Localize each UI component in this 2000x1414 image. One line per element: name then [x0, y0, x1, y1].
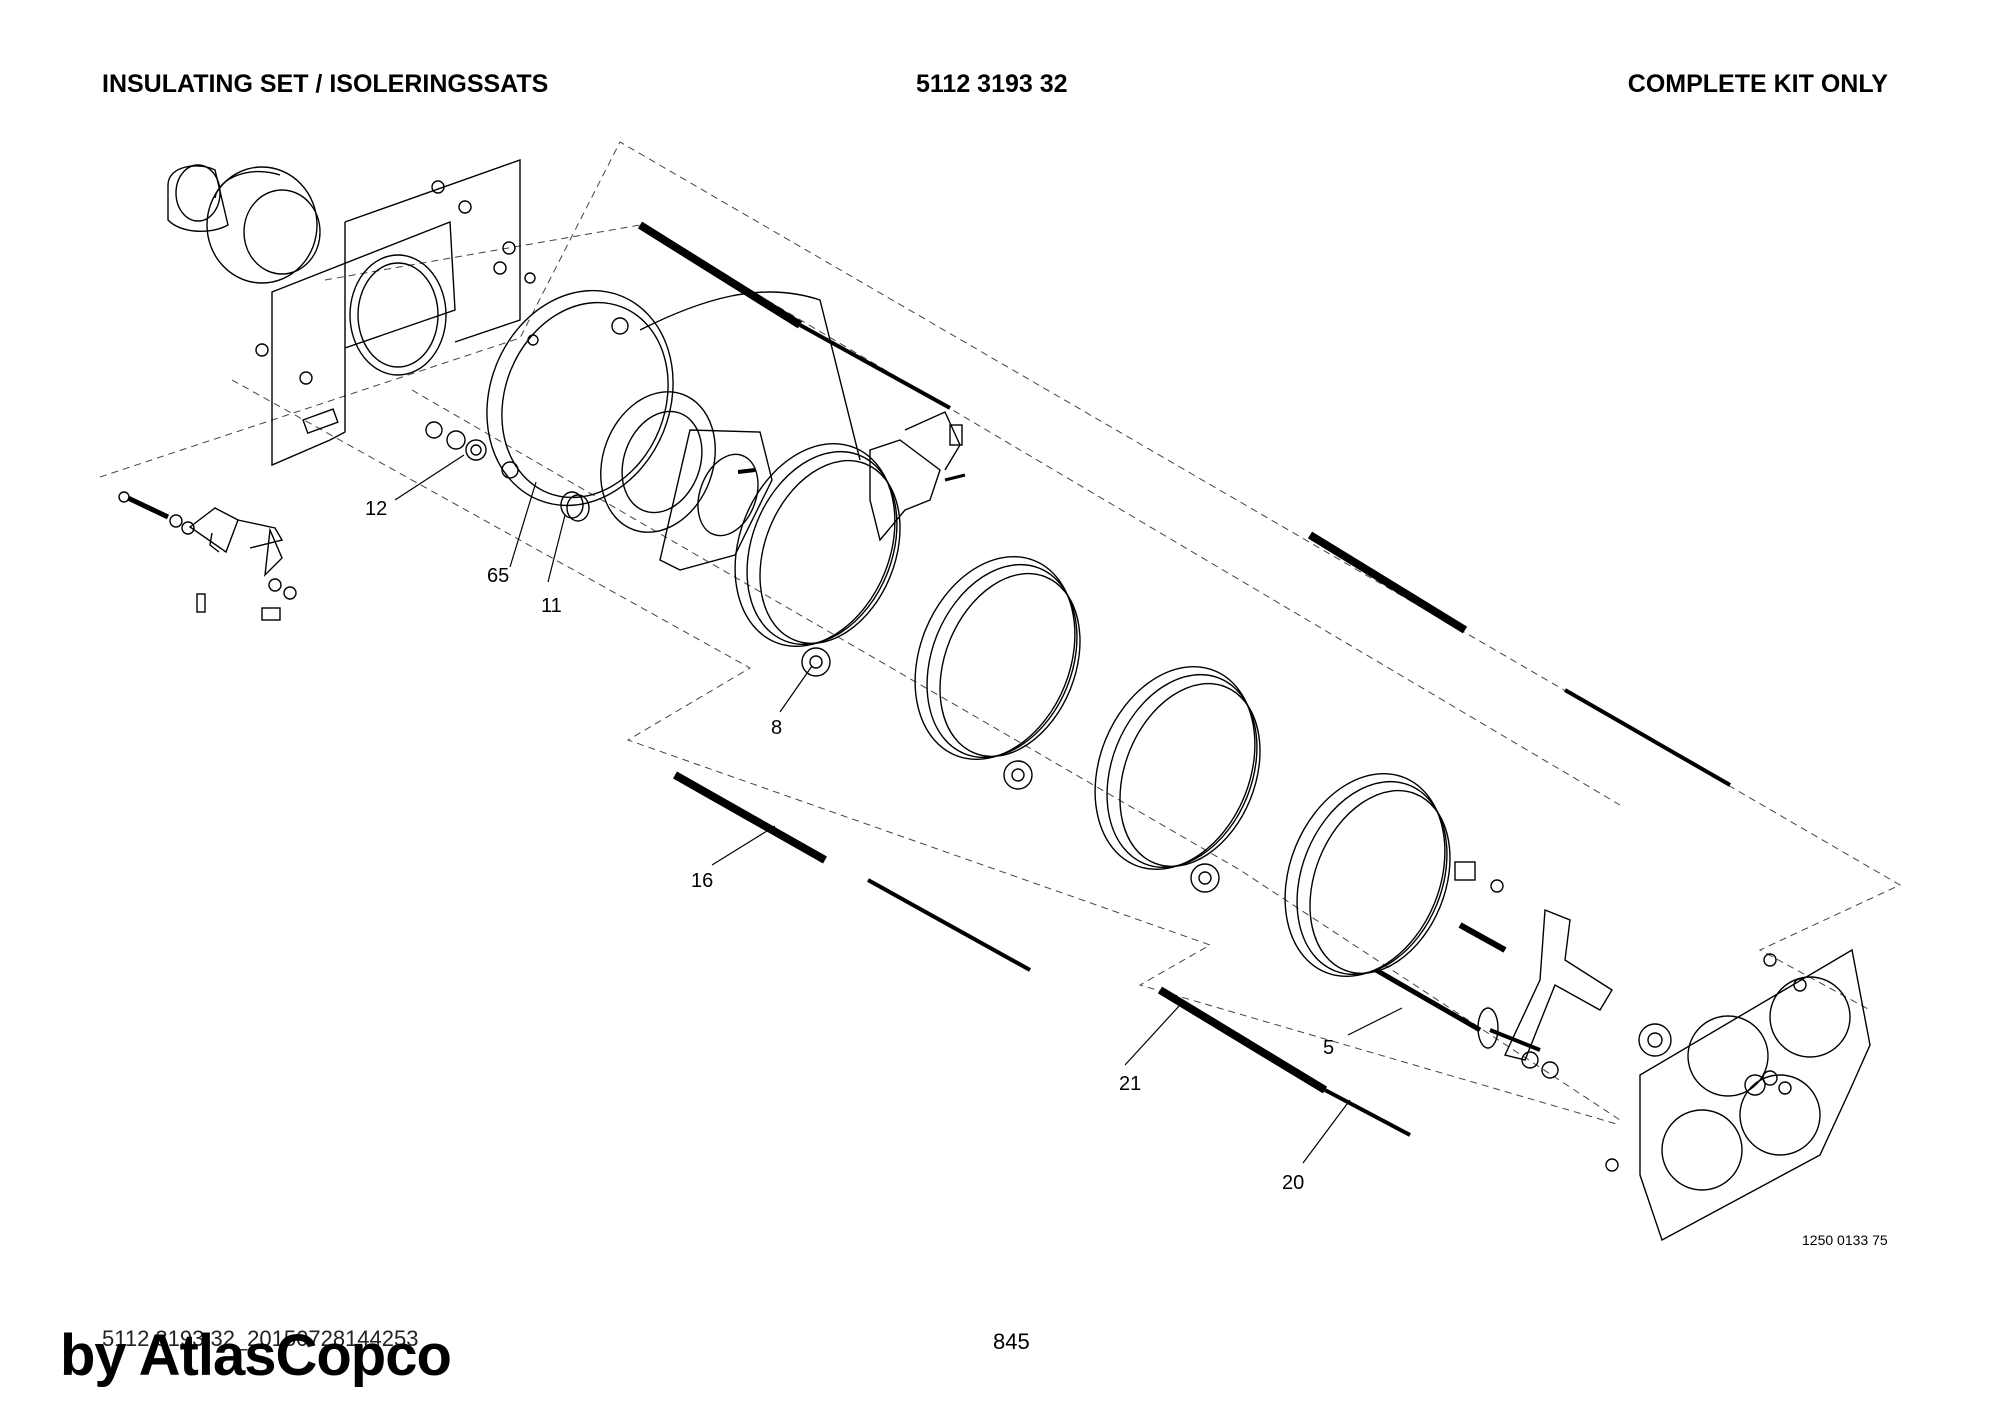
part-number: 5112 3193 32 [916, 70, 1068, 98]
slip-ring-3 [1094, 665, 1261, 893]
screw-and-terminal-assembly [118, 491, 297, 621]
callout-21: 21 [1119, 1073, 1141, 1095]
spacer-item-11 [560, 491, 590, 522]
slip-ring-4 [1284, 772, 1451, 978]
left-mounting-bracket [271, 159, 521, 467]
coupling-hub [167, 164, 229, 233]
gasket-plates [600, 391, 773, 571]
callout-8: 8 [771, 717, 782, 739]
callout-5: 5 [1323, 1037, 1334, 1059]
coupling-ring [206, 166, 321, 284]
page-number: 845 [993, 1329, 1030, 1354]
bracket-nuts [255, 180, 539, 385]
plate-nuts [1605, 953, 1807, 1172]
bearing-and-nuts [1454, 861, 1672, 1079]
callout-65: 65 [487, 565, 509, 587]
callout-20: 20 [1282, 1172, 1304, 1194]
watermark: by AtlasCopco [60, 1323, 452, 1388]
threaded-rods [637, 221, 1731, 1137]
callout-11: 11 [541, 595, 562, 617]
slip-ring-1 [734, 442, 901, 677]
leader-lines [394, 454, 1403, 1164]
callout-12: 12 [365, 498, 387, 520]
washers-item-12 [425, 421, 487, 461]
slip-ring-2 [914, 555, 1081, 790]
end-plate [1639, 948, 1871, 1242]
brush-holder-assembly [869, 411, 966, 542]
kit-note: COMPLETE KIT ONLY [1627, 70, 1888, 98]
footer-document-id: 5112 3193 32_20150728144253 [102, 1326, 419, 1351]
insulating-ring [486, 289, 861, 507]
diagram-title: INSULATING SET / ISOLERINGSSATS [102, 70, 549, 98]
assembly-axis-lines [99, 141, 1902, 1126]
drawing-number: 1250 0133 75 [1802, 1232, 1888, 1248]
shaft-item-5 [1374, 908, 1613, 1061]
callout-16: 16 [691, 870, 713, 892]
